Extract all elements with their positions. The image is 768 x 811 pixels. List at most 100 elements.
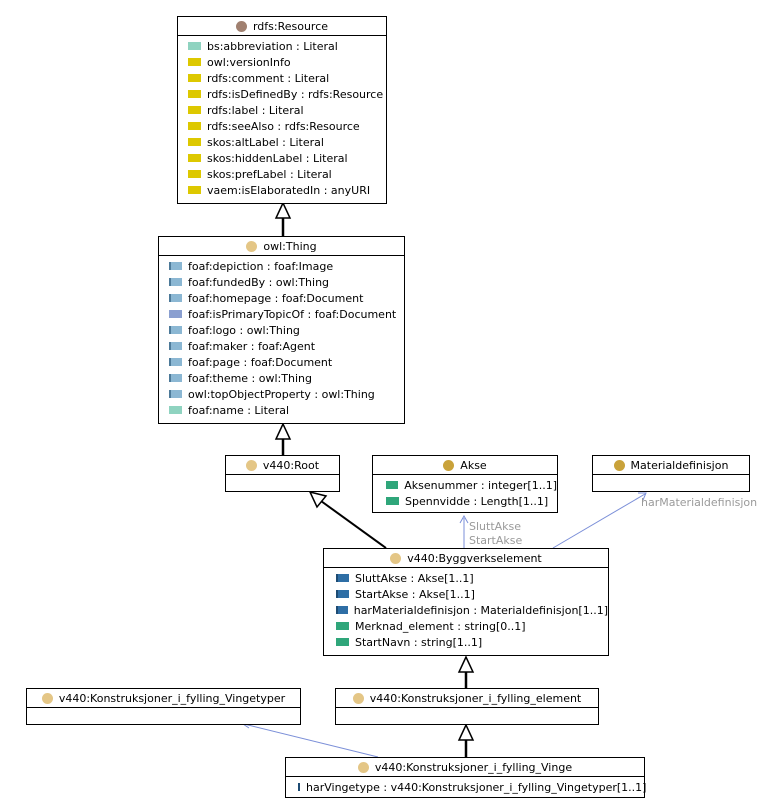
attribute-label: harVingetype : v440:Konstruksjoner_i_fyl… [306, 780, 647, 794]
attribute-row: skos:hiddenLabel : Literal [178, 150, 386, 166]
attribute-label: skos:hiddenLabel : Literal [207, 151, 348, 165]
attribute-row: foaf:theme : owl:Thing [159, 370, 404, 386]
attribute-label: Aksenummer : integer[1..1] [404, 478, 557, 492]
inherit-line-bygg-root [320, 500, 387, 549]
class-akse[interactable]: Akse Aksenummer : integer[1..1] Spennvid… [372, 455, 558, 513]
class-icon [613, 459, 625, 471]
object-property-icon [169, 358, 182, 366]
attribute-label: foaf:fundedBy : owl:Thing [188, 275, 330, 289]
attribute-list: SluttAkse : Akse[1..1] StartAkse : Akse[… [324, 568, 608, 650]
attribute-label: foaf:maker : foaf:Agent [188, 339, 316, 353]
attribute-row: Aksenummer : integer[1..1] [373, 477, 557, 493]
class-icon [390, 552, 402, 564]
attribute-row: Merknad_element : string[0..1] [324, 618, 608, 634]
object-property-icon [169, 310, 182, 318]
class-icon [245, 459, 257, 471]
edge-label-har-materialdefinisjon: harMaterialdefinisjon [641, 496, 758, 509]
attribute-row: foaf:page : foaf:Document [159, 354, 404, 370]
attribute-row: rdfs:comment : Literal [178, 70, 386, 86]
attribute-row: owl:versionInfo [178, 54, 386, 70]
object-property-icon [169, 326, 182, 334]
class-header: owl:Thing [159, 237, 404, 256]
attribute-row: foaf:fundedBy : owl:Thing [159, 274, 404, 290]
attribute-row: StartAkse : Akse[1..1] [324, 586, 608, 602]
attribute-label: vaem:isElaboratedIn : anyURI [207, 183, 371, 197]
class-materialdefinisjon[interactable]: Materialdefinisjon [592, 455, 750, 492]
attribute-label: foaf:theme : owl:Thing [188, 371, 312, 385]
attribute-label: rdfs:isDefinedBy : rdfs:Resource [207, 87, 384, 101]
class-name: v440:Konstruksjoner_i_fylling_Vinge [374, 760, 573, 774]
class-name: v440:Byggverkselement [407, 551, 542, 565]
object-property-icon [169, 294, 182, 302]
attribute-row: foaf:logo : owl:Thing [159, 322, 404, 338]
attribute-label: foaf:isPrimaryTopicOf : foaf:Document [188, 307, 397, 321]
attribute-row: foaf:maker : foaf:Agent [159, 338, 404, 354]
class-konstruksjoner-i-fylling-element[interactable]: v440:Konstruksjoner_i_fylling_element [335, 688, 599, 725]
annotation-icon [188, 186, 201, 194]
edge-label-slutt-akse: SluttAkse [469, 520, 522, 533]
class-name: Materialdefinisjon [630, 458, 729, 472]
class-konstruksjoner-i-fylling-vinge[interactable]: v440:Konstruksjoner_i_fylling_Vinge harV… [285, 757, 647, 798]
datatype-property-icon [336, 638, 349, 646]
attribute-label: foaf:name : Literal [188, 403, 290, 417]
assoc-arrow-bygg-akse [459, 514, 469, 524]
object-property-icon [336, 590, 349, 598]
class-icon [246, 240, 258, 252]
attribute-row: StartNavn : string[1..1] [324, 634, 608, 650]
attribute-row: foaf:depiction : foaf:Image [159, 258, 404, 274]
datatype-property-icon [336, 622, 349, 630]
class-konstruksjoner-i-fylling-vingetyper[interactable]: v440:Konstruksjoner_i_fylling_Vingetyper [26, 688, 301, 725]
class-name: v440:Root [262, 458, 320, 472]
attribute-row: foaf:isPrimaryTopicOf : foaf:Document [159, 306, 404, 322]
attribute-label: foaf:logo : owl:Thing [188, 323, 300, 337]
attribute-label: Spennvidde : Length[1..1] [405, 494, 549, 508]
inherit-arrow-thing-resource [274, 201, 292, 219]
class-owl-thing[interactable]: owl:Thing foaf:depiction : foaf:Image fo… [158, 236, 405, 424]
attribute-label: StartAkse : Akse[1..1] [355, 587, 475, 601]
class-header: rdfs:Resource [178, 17, 386, 36]
class-header: v440:Root [226, 456, 339, 475]
attribute-label: skos:altLabel : Literal [207, 135, 324, 149]
class-header: v440:Konstruksjoner_i_fylling_Vinge [286, 758, 644, 777]
class-header: Akse [373, 456, 557, 475]
annotation-icon [188, 138, 201, 146]
class-icon [357, 761, 369, 773]
attribute-row: foaf:homepage : foaf:Document [159, 290, 404, 306]
annotation-icon [188, 106, 201, 114]
attribute-row: rdfs:isDefinedBy : rdfs:Resource [178, 86, 386, 102]
object-property-icon [169, 390, 182, 398]
object-property-icon [336, 606, 348, 614]
object-property-icon [336, 574, 349, 582]
datatype-property-icon [386, 497, 399, 505]
class-name: rdfs:Resource [252, 19, 329, 33]
annotation-icon [188, 90, 201, 98]
class-rdfs-resource[interactable]: rdfs:Resource bs:abbreviation : Literal … [177, 16, 387, 204]
class-icon [235, 20, 247, 32]
attribute-row: harVingetype : v440:Konstruksjoner_i_fyl… [286, 779, 647, 795]
object-property-icon [169, 278, 182, 286]
attribute-label: bs:abbreviation : Literal [207, 39, 338, 53]
assoc-arrow-bygg-material [638, 492, 647, 501]
attribute-label: rdfs:comment : Literal [207, 71, 330, 85]
attribute-label: rdfs:seeAlso : rdfs:Resource [207, 119, 360, 133]
annotation-icon [188, 154, 201, 162]
assoc-line-vinge-vingetyper [243, 723, 379, 758]
annotation-icon [188, 122, 201, 130]
attribute-row: owl:topObjectProperty : owl:Thing [159, 386, 404, 402]
inherit-arrow-bygg-root [308, 490, 328, 509]
class-icon [41, 692, 53, 704]
attribute-row: skos:prefLabel : Literal [178, 166, 386, 182]
attribute-row: bs:abbreviation : Literal [178, 38, 386, 54]
class-header: Materialdefinisjon [593, 456, 749, 475]
datatype-property-icon [386, 481, 399, 489]
attribute-row: foaf:name : Literal [159, 402, 404, 418]
attribute-row: vaem:isElaboratedIn : anyURI [178, 182, 386, 198]
assoc-line-bygg-material [552, 493, 646, 549]
class-name: v440:Konstruksjoner_i_fylling_element [369, 691, 582, 705]
class-header: v440:Konstruksjoner_i_fylling_element [336, 689, 598, 708]
class-v440-root[interactable]: v440:Root [225, 455, 340, 492]
class-v440-byggverkselement[interactable]: v440:Byggverkselement SluttAkse : Akse[1… [323, 548, 609, 656]
attribute-row: Spennvidde : Length[1..1] [373, 493, 557, 509]
class-icon [352, 692, 364, 704]
attribute-label: skos:prefLabel : Literal [207, 167, 332, 181]
